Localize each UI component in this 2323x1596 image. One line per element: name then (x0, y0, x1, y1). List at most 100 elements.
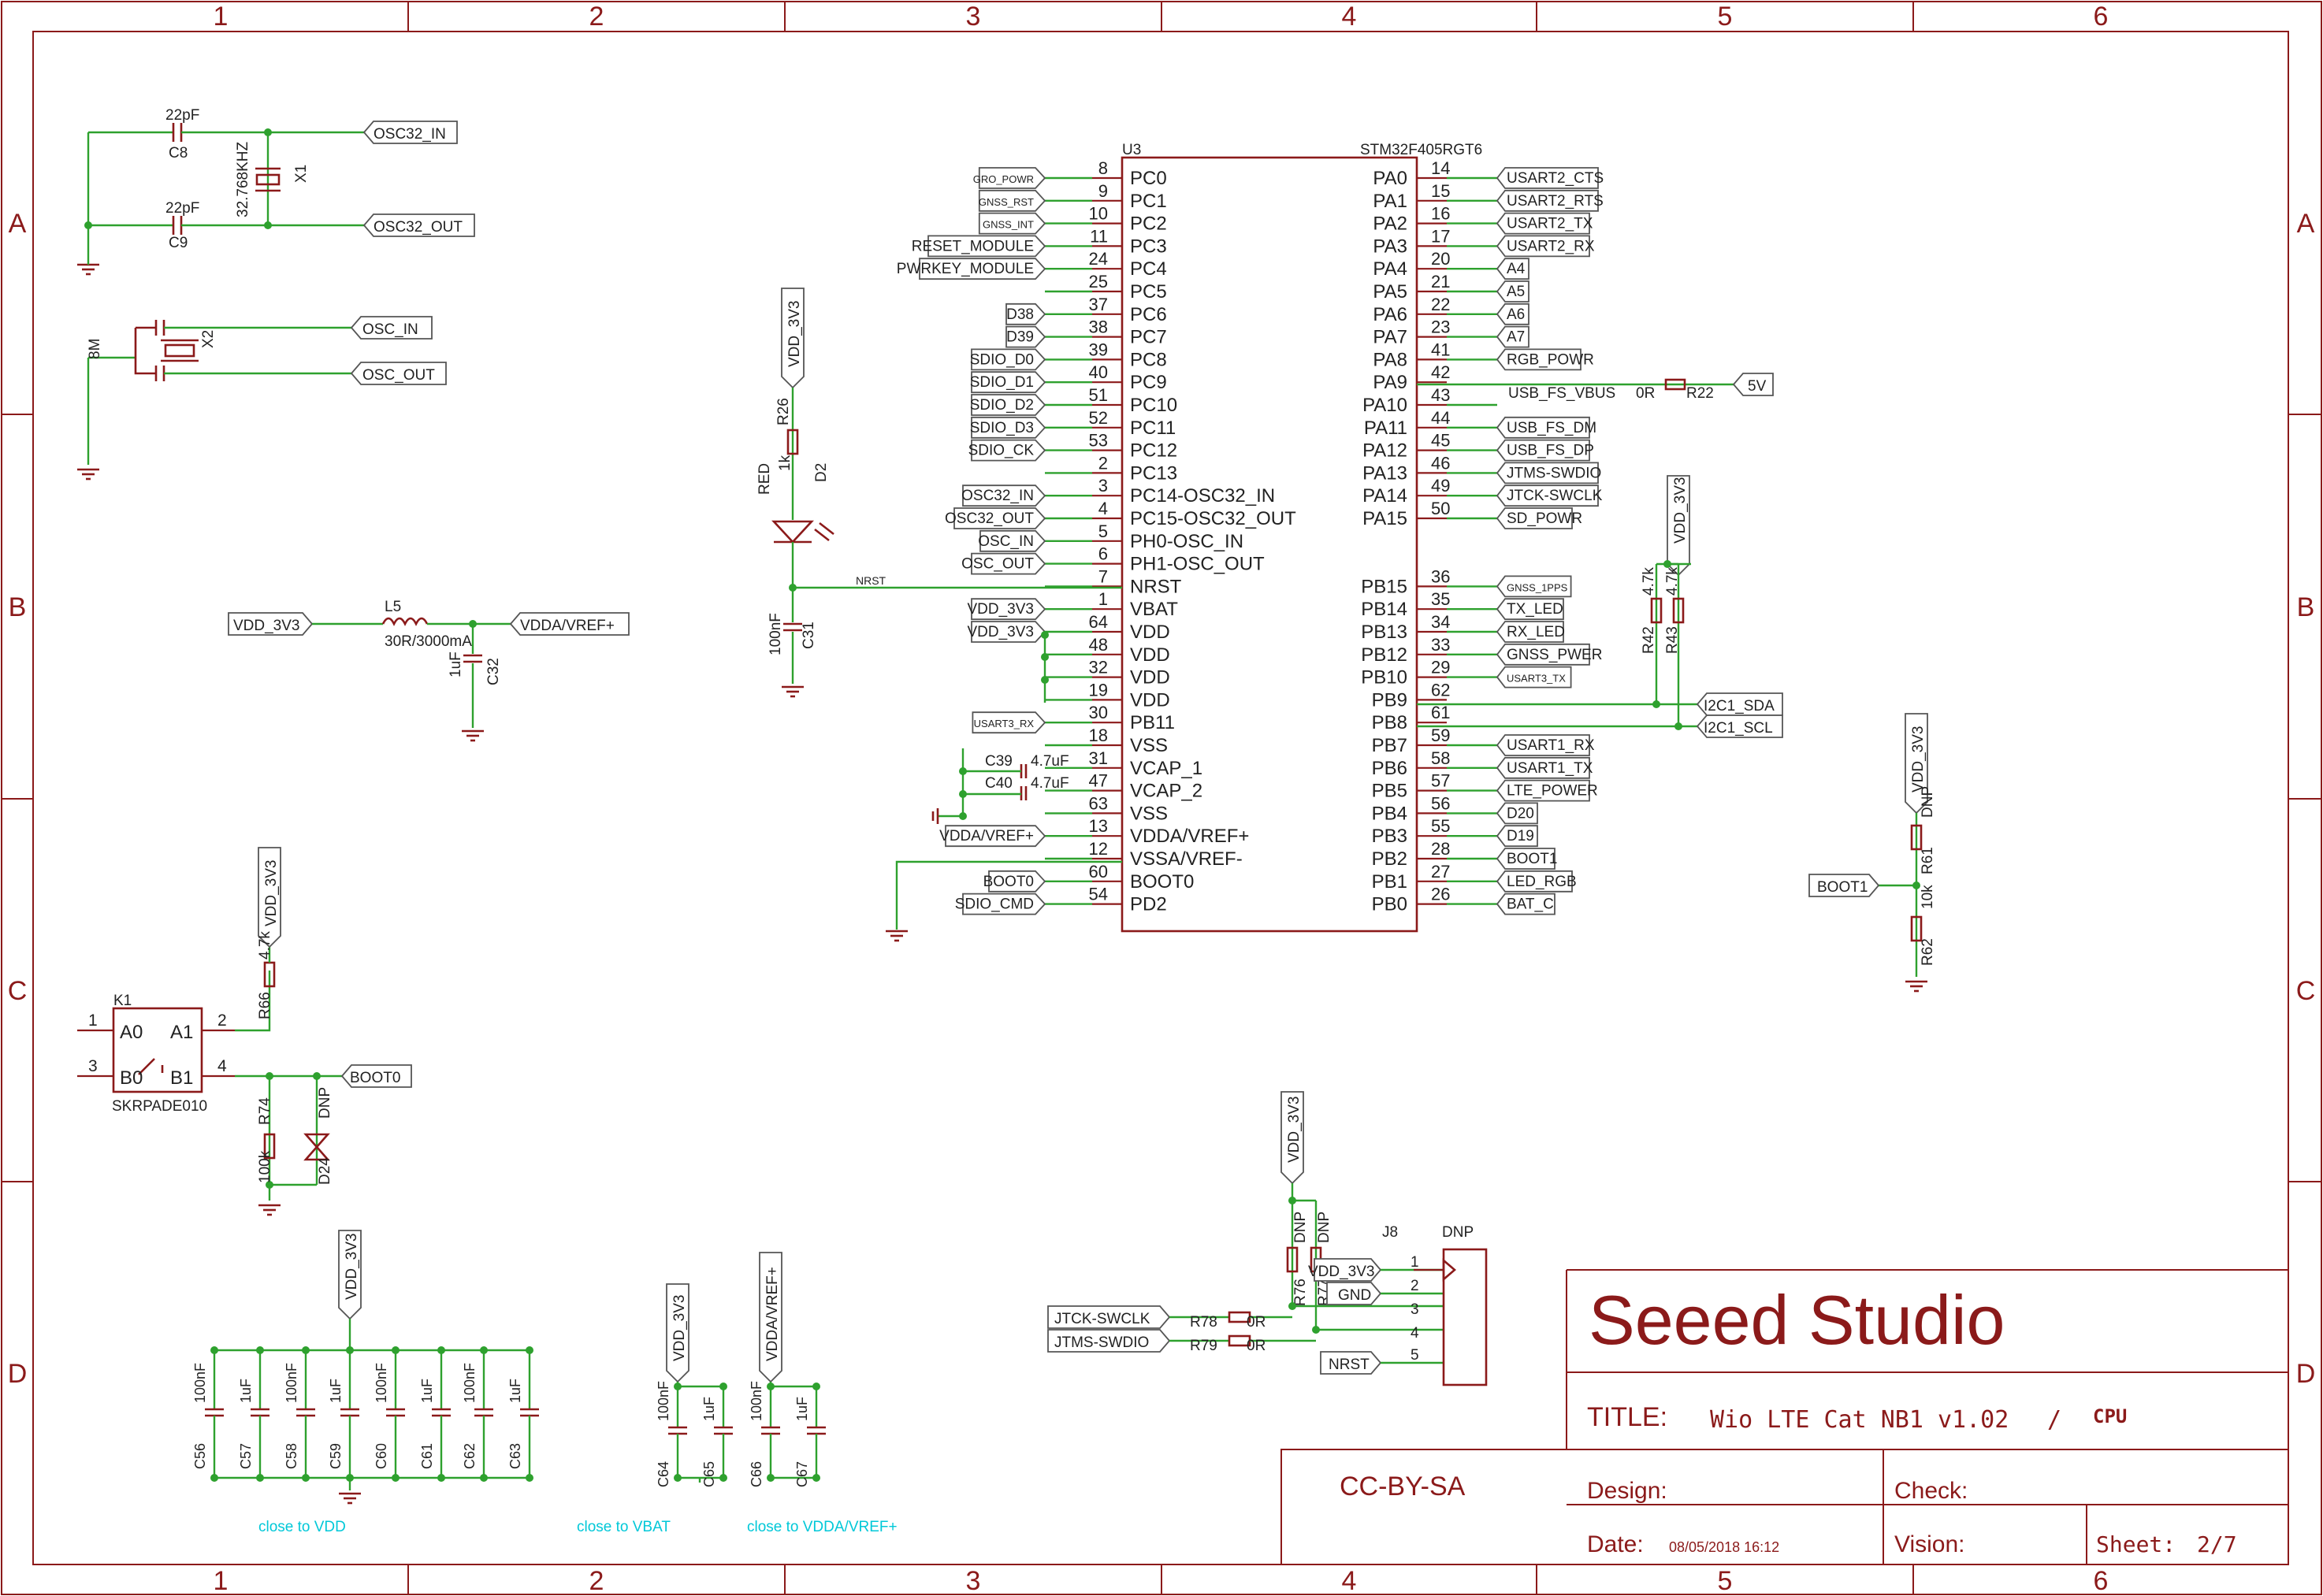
r78-value: 0R (1247, 1314, 1266, 1331)
pin-name: PA14 (1362, 485, 1407, 507)
pin-name: PC13 (1130, 462, 1177, 484)
pin-name: PC15-OSC32_OUT (1130, 508, 1296, 529)
sheet-label: Sheet: (2096, 1531, 2176, 1557)
mcu-part: STM32F405RGT6 (1360, 142, 1482, 158)
cap-ref: C65 (701, 1461, 717, 1487)
pin-name: VDDA/VREF+ (1130, 826, 1249, 847)
pin-number: 31 (1089, 748, 1108, 768)
net-label: A7 (1507, 329, 1525, 346)
net-label: USART2_TX (1507, 216, 1593, 232)
r66-supply-label: VDD_3V3 (263, 860, 280, 927)
r61-ref: R61 (1920, 847, 1936, 874)
k1-ref: K1 (113, 993, 132, 1009)
net-label: A6 (1507, 306, 1525, 323)
note-close-to-vdda: close to VDDA/VREF+ (747, 1519, 898, 1535)
net-label: OSC32_OUT (945, 510, 1034, 527)
pin-number: 8 (1098, 158, 1108, 178)
title-value: Wio LTE Cat NB1 v1.02 (1710, 1406, 2009, 1434)
pin-number: 46 (1431, 453, 1450, 473)
mcu-power-wiring: C39 4.7uF C40 4.7uF (886, 631, 1122, 942)
crystal-32k-circuit: 22pF C8 22pF C9 X1 32.768KHZ OSC32_IN OS… (77, 107, 475, 276)
j8-supply-label: VDD_3V3 (1286, 1097, 1303, 1164)
pin-number: 26 (1431, 885, 1450, 904)
pin-number: 16 (1431, 204, 1450, 224)
x1-value: 32.768KHZ (235, 141, 251, 217)
j8-ref: J8 (1382, 1224, 1398, 1241)
net-label: OSC_OUT (961, 556, 1034, 573)
pin-number: 27 (1431, 862, 1450, 882)
pin-number: 42 (1431, 362, 1450, 382)
pin-name: PA4 (1373, 258, 1407, 280)
j8-pin5: 5 (1411, 1347, 1419, 1364)
net-label: LTE_POWER (1507, 783, 1598, 800)
boot0-label: BOOT0 (350, 1070, 400, 1086)
note-close-to-vdd: close to VDD (258, 1519, 346, 1535)
pin-number: 33 (1431, 635, 1450, 655)
vision-label: Vision: (1894, 1531, 1965, 1557)
net-label: LED_RGB (1507, 874, 1577, 890)
pin-name: PB11 (1130, 712, 1175, 733)
pin-number: 1 (1098, 589, 1108, 609)
cap-value: 1uF (419, 1379, 435, 1403)
pin-number: 49 (1431, 476, 1450, 496)
5v-label: 5V (1748, 378, 1767, 395)
pin-name: NRST (1130, 576, 1182, 597)
net-label: SDIO_D1 (970, 374, 1034, 391)
pin-number: 5 (1098, 521, 1108, 541)
net-label: A4 (1507, 261, 1526, 277)
j8-pin4: 4 (1411, 1325, 1419, 1342)
pin-name: VSS (1130, 735, 1168, 756)
j8-nrst-label: NRST (1329, 1357, 1370, 1373)
title-sub: CPU (2093, 1405, 2127, 1427)
boot-switch-circuit: K1 SKRPADE010 A0 A1 B0 B1 1 2 3 4 VDD_3V… (77, 847, 412, 1216)
d24-value: DNP (317, 1087, 333, 1119)
c39-ref: C39 (985, 753, 1013, 770)
date-label: Date: (1587, 1531, 1644, 1557)
pin-number: 23 (1431, 317, 1450, 337)
net-label: GRO_POWR (973, 173, 1034, 185)
cap-value: 100nF (284, 1363, 299, 1403)
pin-name: PA0 (1373, 168, 1407, 189)
pin-name: PH1-OSC_OUT (1130, 554, 1265, 575)
x2-ref: X2 (200, 330, 217, 348)
pin-name: PB9 (1372, 689, 1407, 711)
jtck-label: JTCK-SWCLK (1054, 1311, 1150, 1327)
d2-supply-label: VDD_3V3 (786, 301, 803, 368)
d2-color: RED (756, 463, 773, 495)
pin-name: BOOT0 (1130, 871, 1194, 893)
cap-value: 100nF (374, 1363, 389, 1403)
cap-ref: C67 (794, 1461, 810, 1487)
cap-value: 100nF (656, 1381, 671, 1421)
net-label: RX_LED (1507, 624, 1565, 640)
k1-pin4: 4 (217, 1057, 227, 1075)
r26-value: 1k (777, 455, 794, 471)
pin-number: 4 (1098, 499, 1108, 518)
cap-value: 1uF (328, 1379, 344, 1403)
usb-vbus-circuit: USB_FS_VBUS 0R R22 5V (1417, 373, 1774, 402)
cap-ref: C56 (192, 1443, 208, 1469)
